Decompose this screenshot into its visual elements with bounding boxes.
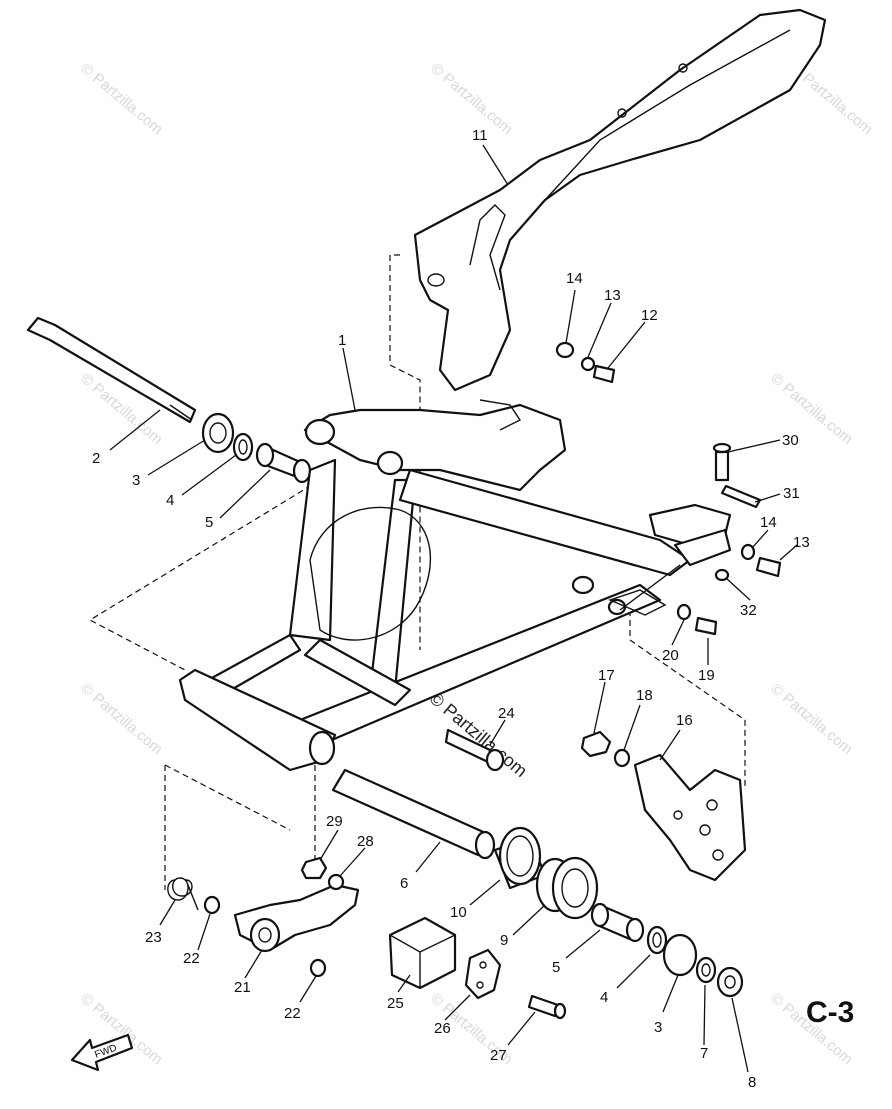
callout-32: 32 xyxy=(740,602,757,619)
callout-30: 30 xyxy=(782,432,799,449)
washer-part-18 xyxy=(613,748,631,768)
callout-19: 19 xyxy=(698,667,715,684)
nut-part-17 xyxy=(580,730,612,758)
leader-lines xyxy=(109,144,798,1073)
pivot-shaft-part-2 xyxy=(26,316,197,424)
seal-part-4-lower xyxy=(646,925,668,955)
callouts: 11 1 2 3 4 5 14 13 12 30 31 14 14 13 32 … xyxy=(92,127,810,1091)
block-part-25 xyxy=(388,916,457,990)
bolt-part-19 xyxy=(694,616,718,636)
diagram-code: C-3 xyxy=(806,996,854,1029)
fwd-arrow: FWD xyxy=(70,1033,134,1072)
seal-part-4-upper xyxy=(232,432,254,462)
washer-part-22-lower xyxy=(309,958,327,978)
bushing-part-5-upper xyxy=(255,442,312,484)
callout-24: 24 xyxy=(498,705,515,722)
callout-7: 7 xyxy=(700,1045,708,1062)
watermark-center: © Partzilla.com xyxy=(425,688,531,781)
bracket-part-16 xyxy=(633,753,747,882)
callout-11: 11 xyxy=(472,127,488,144)
callout-31: 31 xyxy=(783,485,800,502)
watermark-7: © Partzilla.com xyxy=(767,680,855,758)
callout-22-lower: 22 xyxy=(284,1005,301,1022)
callout-8: 8 xyxy=(748,1074,756,1091)
callout-13-label: 13 xyxy=(793,534,810,551)
callout-6: 6 xyxy=(400,875,408,892)
callout-14-right: 14 xyxy=(760,514,777,531)
washer-part-14-right xyxy=(740,543,756,561)
shaft-part-6 xyxy=(331,768,496,860)
arm-part-21 xyxy=(233,883,360,953)
callout-17: 17 xyxy=(598,667,615,684)
callout-14-top: 13 xyxy=(604,287,621,304)
bearing-part-3-upper xyxy=(201,412,235,454)
callout-9: 9 xyxy=(500,932,508,949)
watermark-6: © Partzilla.com xyxy=(77,680,165,758)
bolt-part-31 xyxy=(720,484,762,509)
callout-26: 26 xyxy=(434,1020,451,1037)
callout-1: 1 xyxy=(338,332,346,349)
callout-18: 18 xyxy=(636,687,653,704)
bolt-part-24 xyxy=(444,728,505,772)
washer-part-22-upper xyxy=(203,895,221,915)
callout-5-upper: 5 xyxy=(205,514,213,531)
washer-part-14-top xyxy=(580,356,596,372)
callout-23: 23 xyxy=(145,929,162,946)
collar-part-32 xyxy=(714,568,730,582)
callout-3-lower: 3 xyxy=(654,1019,662,1036)
bolt-part-13 xyxy=(755,556,782,578)
callout-4-upper: 4 xyxy=(166,492,174,509)
callout-28: 28 xyxy=(357,833,374,850)
chain-guard-part-11 xyxy=(413,8,827,392)
bushing-part-5-lower xyxy=(590,902,645,943)
callout-4-lower: 4 xyxy=(600,989,608,1006)
callout-29: 29 xyxy=(326,813,343,830)
bolt-part-27 xyxy=(527,994,567,1020)
washer-part-20 xyxy=(676,603,692,621)
roller-part-9 xyxy=(535,856,599,920)
callout-15: 14 xyxy=(566,270,583,287)
nut-part-8 xyxy=(716,966,744,998)
washer-part-28 xyxy=(327,873,345,891)
callout-21: 21 xyxy=(234,979,251,996)
watermark-1: © Partzilla.com xyxy=(77,60,165,138)
callout-25: 25 xyxy=(387,995,404,1012)
callout-22-upper: 22 xyxy=(183,950,200,967)
spring-part-23 xyxy=(167,877,199,911)
watermark-5: © Partzilla.com xyxy=(767,370,855,448)
frame-part-1 xyxy=(178,399,732,772)
callout-2: 2 xyxy=(92,450,100,467)
callout-3-upper: 3 xyxy=(132,472,140,489)
callout-10: 10 xyxy=(450,904,467,921)
callout-27: 27 xyxy=(490,1047,507,1064)
roller-part-3-lower xyxy=(662,933,698,977)
washer-part-15 xyxy=(555,341,575,359)
collar-part-10 xyxy=(493,826,547,890)
plate-part-26 xyxy=(464,948,502,1000)
washer-part-7 xyxy=(695,956,717,984)
nut-part-29 xyxy=(300,856,328,880)
callout-20: 20 xyxy=(662,647,679,664)
callout-16: 16 xyxy=(676,712,693,729)
callout-12: 12 xyxy=(641,307,658,324)
pin-part-30 xyxy=(712,442,732,482)
bolt-part-12 xyxy=(592,364,616,384)
callout-5-lower: 5 xyxy=(552,959,560,976)
